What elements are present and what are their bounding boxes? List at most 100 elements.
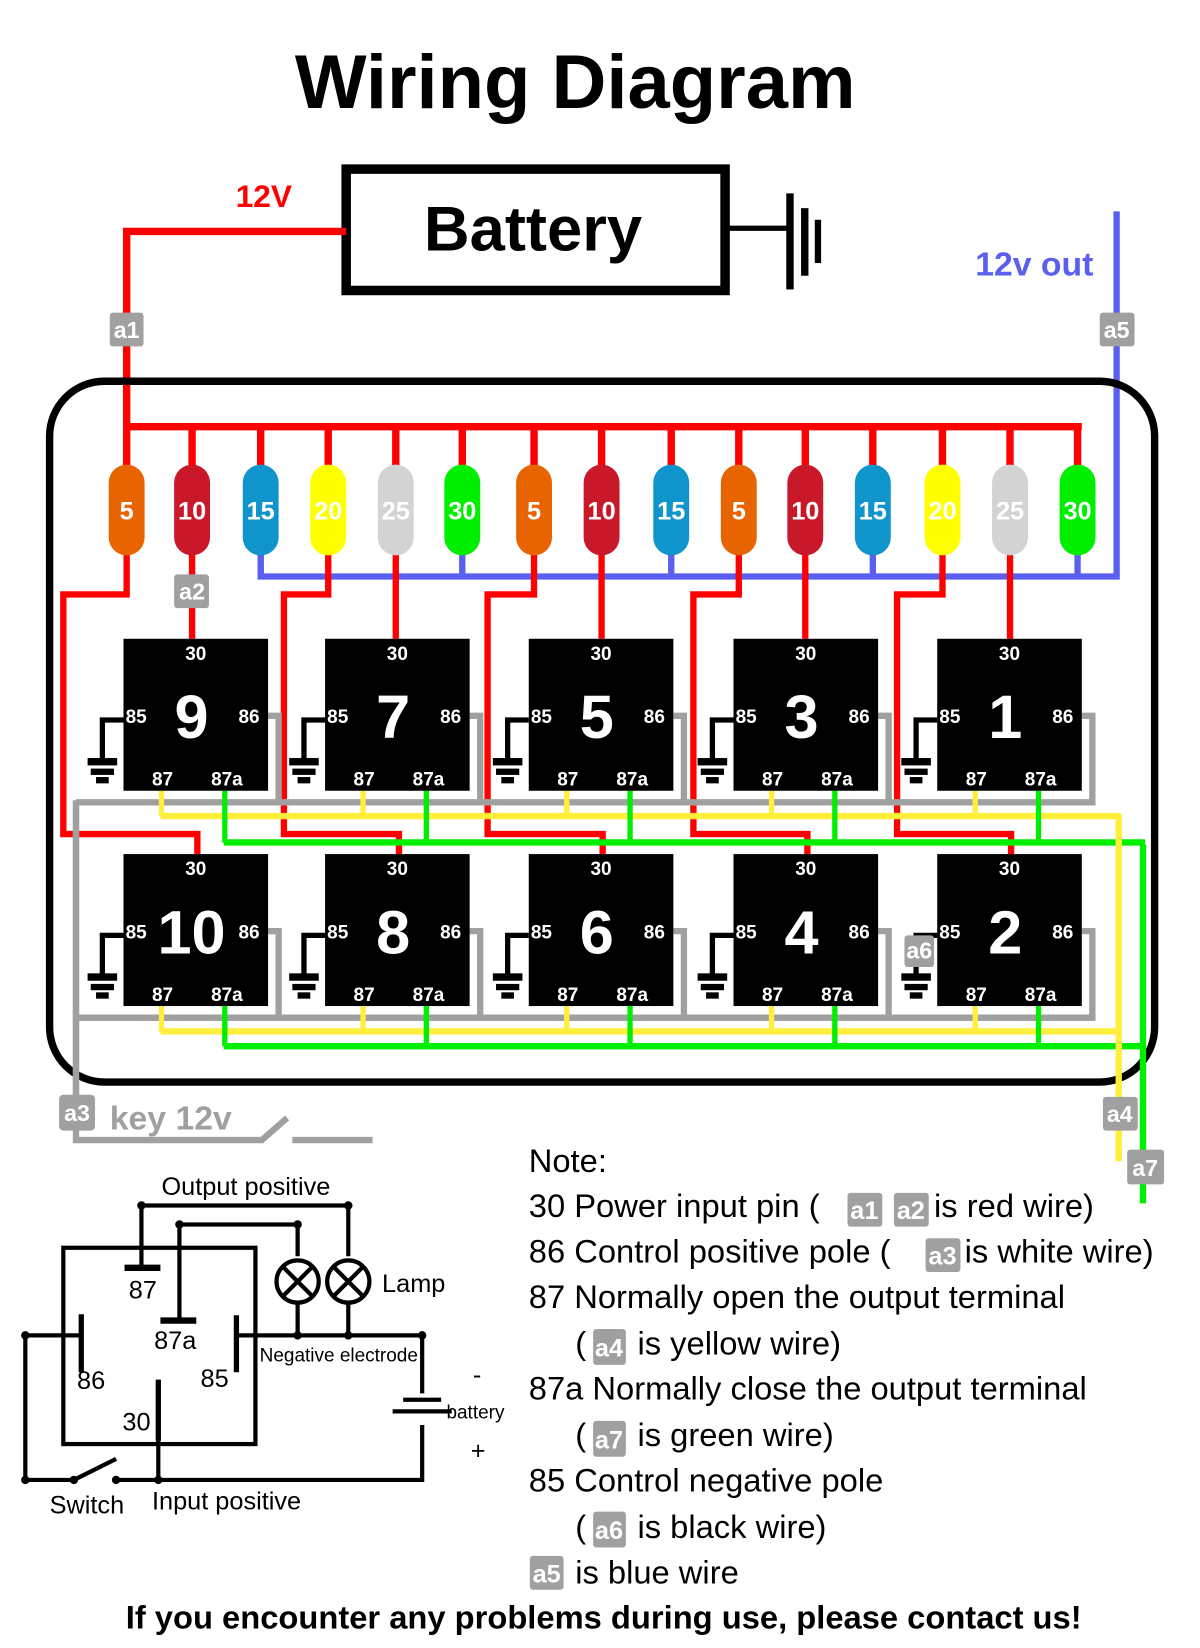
- pin-87-label: 87: [354, 985, 375, 1006]
- pin-30-label: 30: [387, 859, 408, 880]
- pin-87a-label: 87a: [616, 985, 648, 1006]
- battery-schematic-label: battery: [446, 1403, 505, 1424]
- relay-number: 5: [580, 683, 614, 751]
- red-feed-wire: [280, 549, 403, 855]
- tag-a7: a7: [1127, 1149, 1165, 1185]
- relay-body: [325, 854, 470, 1007]
- fuse-body: [108, 464, 145, 556]
- lamp-icon: [325, 1258, 372, 1305]
- fuse-rating: 15: [859, 498, 887, 526]
- pin-85-label: 85: [126, 707, 148, 728]
- pin-86-label: 86: [239, 707, 260, 728]
- svg-text:a7: a7: [595, 1426, 623, 1454]
- fuse-body: [1059, 464, 1096, 556]
- note-tag-a1: a1: [847, 1192, 883, 1227]
- note-line-87-suffix: is yellow wire): [637, 1324, 841, 1361]
- fuse: 5: [108, 464, 145, 556]
- fuse-body: [242, 464, 279, 556]
- relay-number: 6: [580, 898, 614, 966]
- tag-a4: a4: [1102, 1096, 1138, 1131]
- tag-a1: a1: [109, 312, 144, 347]
- tag-a3: a3: [59, 1094, 95, 1131]
- note-line-30: 30 Power input pin (: [529, 1187, 820, 1224]
- relay-body: [123, 854, 269, 1007]
- relay-number: 10: [158, 898, 226, 966]
- pin-86-label: 86: [1052, 707, 1073, 728]
- pin-87-label: 87: [762, 985, 783, 1006]
- svg-text:a1: a1: [114, 317, 140, 343]
- note-line-86-suffix: is white wire): [965, 1233, 1154, 1270]
- svg-text:a3: a3: [928, 1243, 956, 1271]
- fuse-rating: 15: [657, 498, 685, 526]
- lamp-icon: [274, 1258, 321, 1305]
- svg-text:a4: a4: [1107, 1101, 1133, 1127]
- ground-icon: [901, 717, 938, 784]
- svg-text:a6: a6: [906, 938, 932, 964]
- fuse-body: [992, 464, 1028, 556]
- input-positive-label: Input positive: [152, 1487, 301, 1515]
- note-line-87a-suffix: is green wire): [637, 1416, 833, 1453]
- pin-30-label: 30: [795, 644, 816, 665]
- pin-87a-label: 87a: [821, 769, 853, 790]
- fuse: 25: [992, 464, 1028, 556]
- pin-86-label: 86: [849, 707, 870, 728]
- tag-a2: a2: [174, 574, 209, 609]
- pin-87a-label: 87a: [413, 769, 445, 790]
- note-tag-a5: a5: [529, 1555, 564, 1590]
- pin-87a-label: 87a: [211, 769, 243, 790]
- ground-icon: [492, 932, 529, 999]
- fuse-body: [653, 464, 690, 556]
- note-tag-a7: a7: [593, 1420, 626, 1457]
- note-line-blue: is blue wire: [575, 1553, 739, 1590]
- pin-87a-label: 87a: [1025, 985, 1057, 1006]
- note-tag-a3: a3: [925, 1238, 961, 1273]
- fuse-body: [377, 464, 414, 556]
- note-line-85-suffix: is black wire): [637, 1508, 826, 1545]
- switch-label: Switch: [50, 1492, 125, 1520]
- ground-symbol-icon: [786, 193, 822, 290]
- pin-87a-label: 87a: [211, 985, 243, 1006]
- note-line-87-paren: (: [575, 1324, 586, 1361]
- pin-87-label: 87: [152, 985, 173, 1006]
- notes-section: Note: 30 Power input pin ( a1 a2 is red …: [529, 1142, 1154, 1591]
- pin-30-label: 30: [795, 859, 816, 880]
- fuse-body: [924, 464, 961, 556]
- key-switch-lever: [259, 1115, 290, 1143]
- relay-body: [937, 854, 1082, 1007]
- pin-87-label: 87: [966, 769, 987, 790]
- minus-label: -: [473, 1361, 481, 1389]
- fuse-rating: 20: [314, 498, 342, 526]
- page-title: Wiring Diagram: [295, 40, 856, 125]
- fuse-rating: 30: [448, 498, 476, 526]
- relay-number: 4: [785, 898, 819, 966]
- pin-85-label: 85: [327, 707, 349, 728]
- note-line-85: 85 Control negative pole: [529, 1462, 884, 1499]
- ground-icon: [492, 717, 529, 784]
- fuse-rating: 20: [928, 498, 956, 526]
- pin-30-label: 30: [590, 644, 611, 665]
- fuse: 10: [174, 464, 211, 556]
- relay-body: [528, 638, 674, 791]
- svg-text:a3: a3: [64, 1100, 90, 1126]
- note-line-86: 86 Control positive pole (: [529, 1233, 891, 1270]
- fuse-body: [174, 464, 211, 556]
- red-main-wire: [122, 227, 347, 427]
- note-line-87a-paren: (: [575, 1416, 586, 1453]
- svg-text:a7: a7: [1132, 1155, 1158, 1181]
- fuse-rating: 25: [996, 498, 1024, 526]
- ground-icon: [289, 717, 326, 784]
- pin-87-label: 87: [966, 985, 987, 1006]
- tag-a5: a5: [1099, 312, 1135, 347]
- pin-86-label: 86: [77, 1367, 105, 1395]
- note-line-87: 87 Normally open the output terminal: [529, 1278, 1065, 1315]
- pin-87a-label: 87a: [821, 985, 853, 1006]
- red-feed-wire: [893, 549, 1015, 855]
- ground-icon: [697, 717, 734, 784]
- pin-30-label: 30: [590, 859, 611, 880]
- fuse-rating: 10: [178, 498, 206, 526]
